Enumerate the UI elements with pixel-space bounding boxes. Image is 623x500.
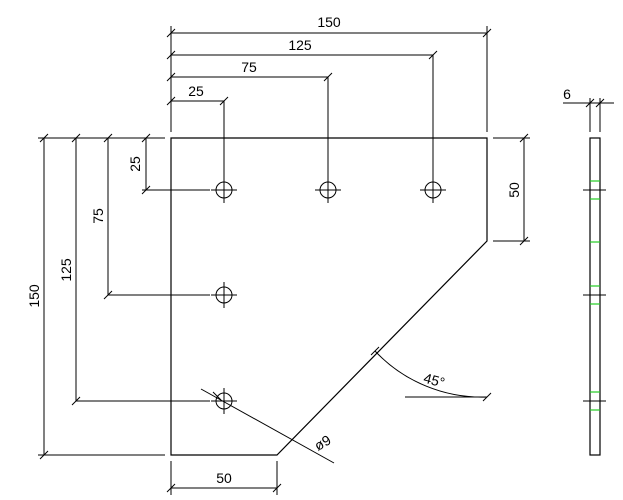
dim-right-edge-height-label: 50	[506, 182, 522, 198]
dim-overall-height: 150	[26, 133, 49, 460]
dim-hole4-y-label: 75	[90, 208, 106, 224]
dim-chamfer-angle: 45°	[370, 346, 492, 402]
dim-hole5-y-label: 125	[58, 258, 74, 282]
hole-4	[211, 282, 237, 308]
dim-hole1-x-label: 25	[188, 83, 204, 99]
dim-right-edge-height: 50	[493, 133, 530, 246]
dim-hole2-x: 75	[166, 59, 333, 178]
dim-hole-row-y: 25	[127, 133, 210, 195]
hole-2	[315, 177, 341, 203]
dim-chamfer-angle-label: 45°	[422, 370, 447, 391]
dim-hole4-y: 75	[90, 133, 210, 300]
hole-1	[211, 177, 237, 203]
dim-overall-height-label: 150	[26, 284, 42, 308]
dim-hole-row-y-label: 25	[127, 156, 143, 172]
hole-5	[211, 388, 237, 414]
side-view-outline	[589, 137, 601, 456]
dim-hole5-y: 125	[58, 133, 210, 406]
dim-bottom-edge-width: 50	[166, 461, 282, 495]
dim-thickness-label: 6	[563, 86, 571, 102]
dim-hole-diameter-label: ø9	[311, 432, 333, 454]
side-hole-marker-row-3	[583, 285, 606, 305]
side-hole-marker-row-1	[583, 180, 606, 200]
dim-hole1-x: 25	[166, 83, 229, 178]
dim-hole3-x: 125	[166, 37, 438, 178]
side-hole-marker-row-4	[583, 391, 606, 411]
dim-bottom-edge-width-label: 50	[216, 470, 232, 486]
dim-overall-width: 150	[166, 14, 492, 38]
dim-hole2-x-label: 75	[241, 59, 257, 75]
plate-outline	[170, 137, 488, 456]
dim-thickness: 6	[563, 86, 614, 132]
dim-hole3-x-label: 125	[288, 37, 312, 53]
hole-3	[420, 177, 446, 203]
dim-hole-diameter: ø9	[200, 388, 335, 464]
side-view: 6	[563, 86, 614, 456]
dim-overall-width-label: 150	[317, 14, 341, 30]
